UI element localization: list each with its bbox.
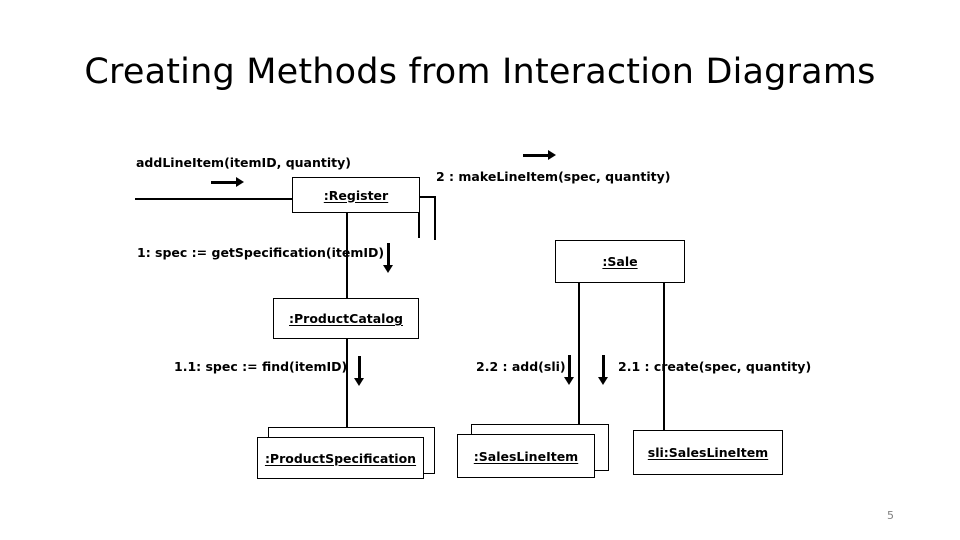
message-arrow-get-specification xyxy=(383,243,393,273)
message-arrow-add-line-item xyxy=(211,177,244,187)
object-label-sales-line-item: :SalesLineItem xyxy=(473,448,579,464)
link-actor-to-register xyxy=(135,198,292,200)
message-label-get-specification: 1: spec := getSpecification(itemID) xyxy=(137,245,385,260)
link-register-to-productcatalog xyxy=(346,212,348,298)
object-label-sale: :Sale xyxy=(602,254,638,269)
message-label-make-line-item: 2 : makeLineItem(spec, quantity) xyxy=(436,169,671,184)
object-label-product-catalog: :ProductCatalog xyxy=(289,311,403,326)
message-label-add-sli: 2.2 : add(sli) xyxy=(476,359,566,374)
message-arrow-create xyxy=(598,355,608,385)
link-sale-to-sli xyxy=(663,283,665,430)
page-number: 5 xyxy=(887,509,894,522)
message-arrow-make-line-item xyxy=(523,150,556,160)
object-box-product-spec[interactable]: :ProductSpecification xyxy=(257,437,424,479)
link-sale-to-saleslineitem xyxy=(578,283,580,429)
link-register-to-sale xyxy=(434,196,436,240)
object-box-sli-sales-line-item[interactable]: sli:SalesLineItem xyxy=(633,430,783,475)
link-productcatalog-to-productspec xyxy=(346,339,348,429)
message-arrow-add-sli xyxy=(564,355,574,385)
object-box-product-catalog[interactable]: :ProductCatalog xyxy=(273,298,419,339)
object-box-register[interactable]: :Register xyxy=(292,177,420,213)
object-box-sale[interactable]: :Sale xyxy=(555,240,685,283)
message-label-find: 1.1: spec := find(itemID) xyxy=(174,359,348,374)
object-label-sli-sales-line-item: sli:SalesLineItem xyxy=(647,445,769,460)
object-label-register: :Register xyxy=(323,187,389,203)
link-register-right-stub xyxy=(418,196,435,198)
message-label-add-line-item: addLineItem(itemID, quantity) xyxy=(136,155,351,170)
message-label-create: 2.1 : create(spec, quantity) xyxy=(618,359,812,374)
message-arrow-find xyxy=(354,356,364,386)
object-label-product-spec: :ProductSpecification xyxy=(264,450,417,466)
object-box-sales-line-item[interactable]: :SalesLineItem xyxy=(457,434,595,478)
page-title: Creating Methods from Interaction Diagra… xyxy=(84,52,876,92)
